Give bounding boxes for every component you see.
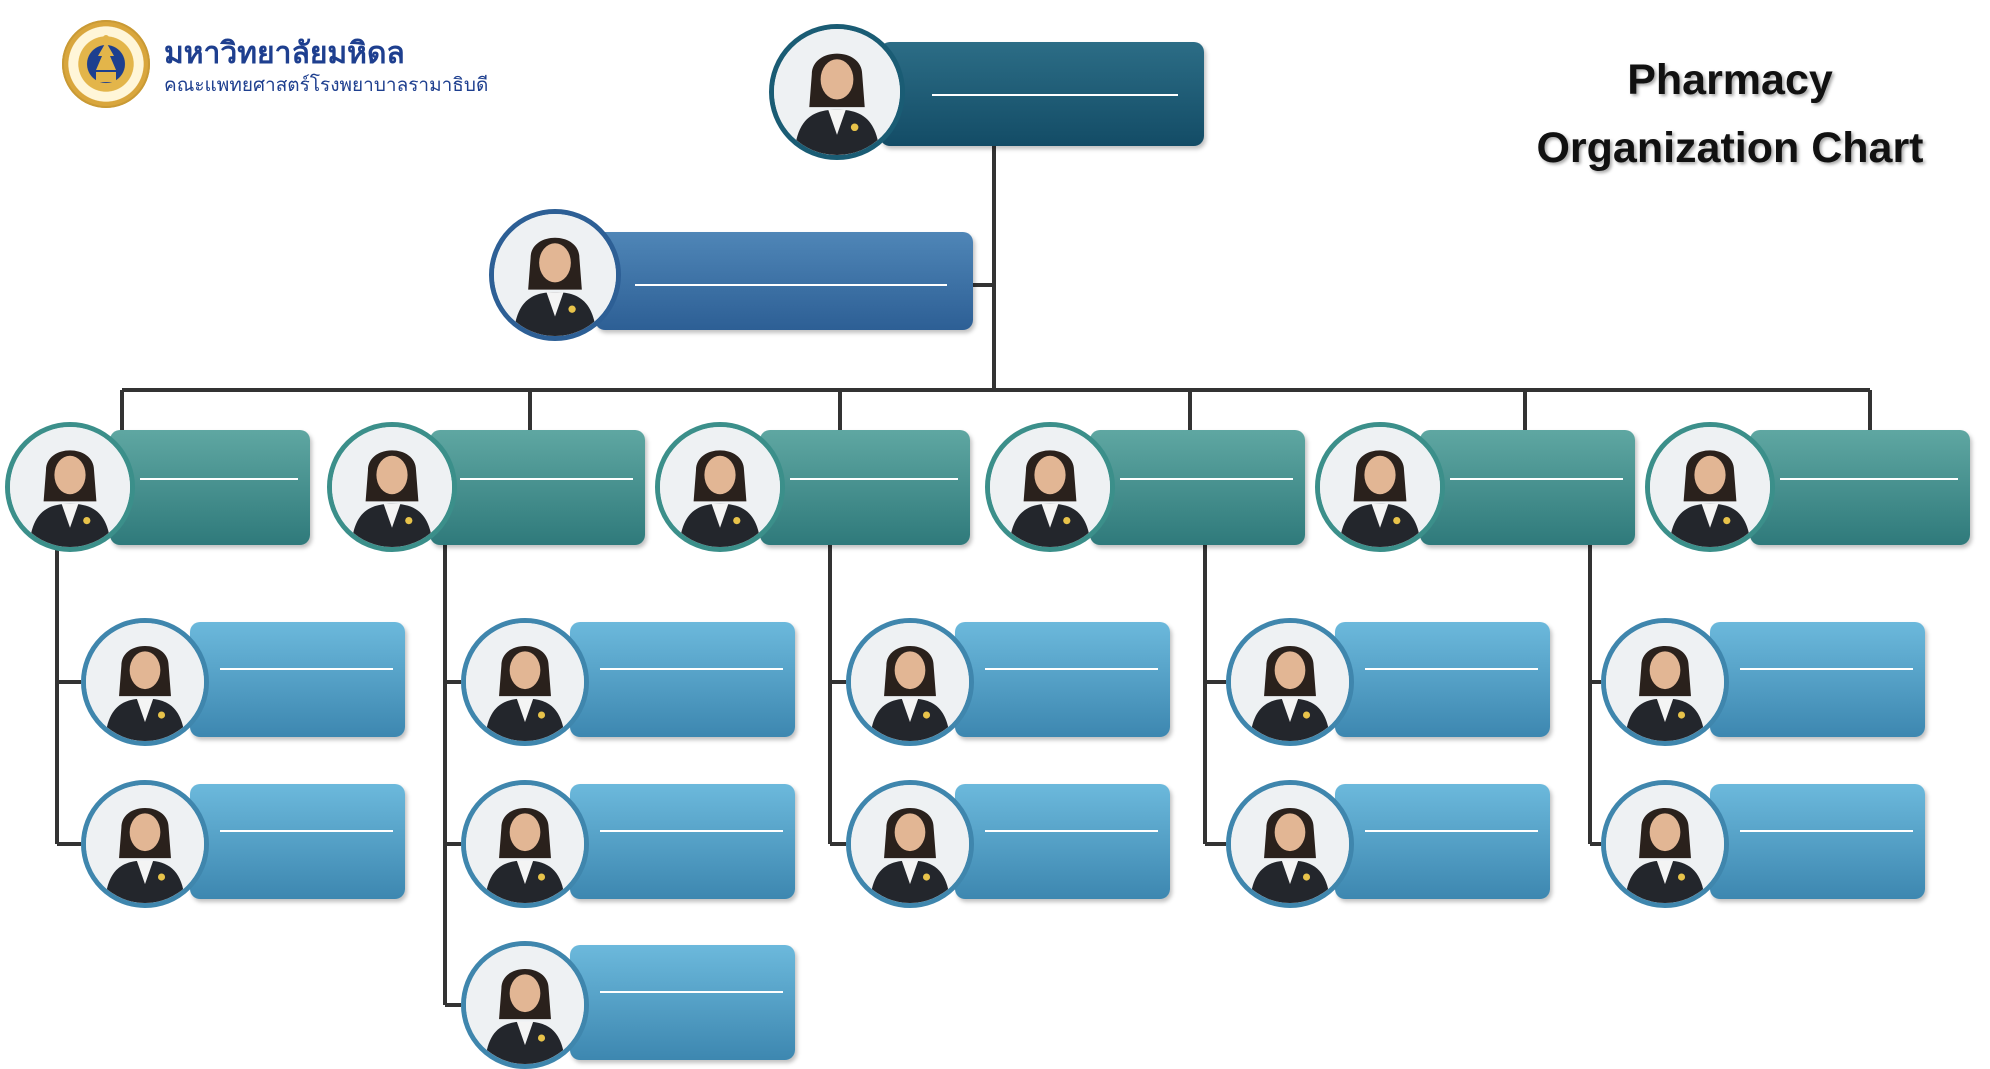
divider <box>600 991 783 993</box>
divider <box>600 668 783 670</box>
divider <box>1780 478 1958 480</box>
unit-node-2-1-bar <box>570 622 795 737</box>
section-node-2-bar <box>430 430 645 545</box>
section-node-5-bar <box>1420 430 1635 545</box>
portrait-photo <box>81 780 209 908</box>
university-seal-icon <box>62 20 150 108</box>
unit-node-4-1-bar <box>1335 622 1550 737</box>
portrait-photo <box>461 780 589 908</box>
portrait-photo <box>1226 618 1354 746</box>
unit-node-2-2-bar <box>570 784 795 899</box>
portrait-photo <box>1645 422 1775 552</box>
chart-title-line-1: Pharmacy <box>1627 56 1833 104</box>
divider <box>220 830 393 832</box>
university-name: มหาวิทยาลัยมหิดล <box>164 36 405 71</box>
portrait-photo <box>1315 422 1445 552</box>
divider <box>220 668 393 670</box>
portrait-photo <box>1226 780 1354 908</box>
divider <box>1740 830 1913 832</box>
portrait-photo <box>769 24 905 160</box>
chart-title-line-2: Organization Chart <box>1536 124 1924 172</box>
divider <box>140 478 298 480</box>
divider <box>790 478 958 480</box>
divider <box>932 94 1178 96</box>
portrait-photo <box>1601 780 1729 908</box>
unit-node-4-2-bar <box>1335 784 1550 899</box>
section-node-3-bar <box>760 430 970 545</box>
unit-node-2-3-bar <box>570 945 795 1060</box>
university-logo: มหาวิทยาลัยมหิดล คณะแพทยศาสตร์โรงพยาบาลร… <box>62 20 488 110</box>
portrait-photo <box>461 941 589 1069</box>
portrait-photo <box>81 618 209 746</box>
portrait-photo <box>985 422 1115 552</box>
portrait-photo <box>1601 618 1729 746</box>
unit-node-3-2-bar <box>955 784 1170 899</box>
deputy-node-bar <box>595 232 973 330</box>
portrait-photo <box>846 618 974 746</box>
divider <box>985 668 1158 670</box>
portrait-photo <box>5 422 135 552</box>
divider <box>1120 478 1293 480</box>
unit-node-3-1-bar <box>955 622 1170 737</box>
faculty-name: คณะแพทยศาสตร์โรงพยาบาลรามาธิบดี <box>164 74 489 96</box>
portrait-photo <box>489 209 621 341</box>
portrait-photo <box>846 780 974 908</box>
divider <box>460 478 633 480</box>
portrait-photo <box>327 422 457 552</box>
section-node-4-bar <box>1090 430 1305 545</box>
section-node-6-bar <box>1750 430 1970 545</box>
unit-node-5-2-bar <box>1710 784 1925 899</box>
divider <box>1365 668 1538 670</box>
divider <box>600 830 783 832</box>
head-node-bar <box>880 42 1204 146</box>
unit-node-1-2-bar <box>190 784 405 899</box>
unit-node-5-1-bar <box>1710 622 1925 737</box>
divider <box>985 830 1158 832</box>
portrait-photo <box>655 422 785 552</box>
unit-node-1-1-bar <box>190 622 405 737</box>
divider <box>1740 668 1913 670</box>
divider <box>1365 830 1538 832</box>
portrait-photo <box>461 618 589 746</box>
section-node-1-bar <box>110 430 310 545</box>
chart-title: Pharmacy Organization Chart <box>1520 46 1940 182</box>
divider <box>635 284 947 286</box>
divider <box>1450 478 1623 480</box>
